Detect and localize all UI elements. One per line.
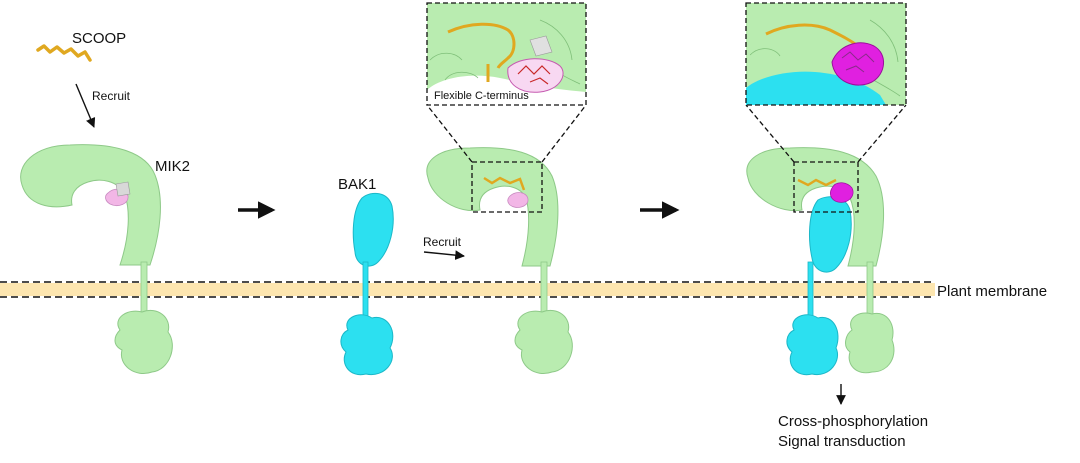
inset-3-white-gap bbox=[427, 75, 586, 105]
bak1-ectodomain bbox=[809, 196, 852, 273]
scoop-bound bbox=[483, 176, 526, 191]
inset-3: Flexible C-terminus bbox=[426, 2, 587, 106]
panel-3-mik2-scoop-complex: Flexible C-terminus bbox=[426, 2, 587, 374]
mik2-kinase-domain bbox=[845, 312, 895, 374]
mik2-kinase-domain bbox=[514, 310, 573, 374]
mik2-transmembrane bbox=[540, 261, 548, 317]
zoom-line-4-left bbox=[745, 104, 795, 163]
bak1-label: BAK1 bbox=[338, 176, 376, 193]
panel-1-unbound: SCOOP Recruit MIK2 bbox=[20, 30, 190, 374]
scoop-bound bbox=[797, 178, 837, 187]
bak1-transmembrane bbox=[362, 261, 369, 321]
inset-4-c-terminus-sticks bbox=[841, 51, 875, 73]
mik2-kinase-domain bbox=[114, 310, 173, 374]
bak1-ectodomain bbox=[352, 192, 394, 267]
recruit-arrow-1 bbox=[75, 83, 96, 128]
recruit-arrow-2 bbox=[423, 250, 465, 260]
inset-3-pocket-mesh bbox=[529, 35, 553, 57]
panel-4-ternary-complex: Cross-phosphorylation Signal transductio… bbox=[745, 2, 928, 450]
bak1-kinase-domain bbox=[340, 314, 394, 376]
zoom-line-3-left bbox=[426, 104, 473, 163]
bak1-receptor-4 bbox=[786, 196, 852, 376]
scoop-peptide bbox=[36, 44, 92, 62]
zoom-line-4-right bbox=[857, 104, 907, 163]
recruit-label-2: Recruit bbox=[423, 235, 462, 249]
mik2-receptor-3 bbox=[426, 147, 573, 374]
inset-3-frame bbox=[426, 2, 587, 106]
mik2-ectodomain bbox=[746, 147, 884, 267]
zoom-box-3 bbox=[471, 161, 543, 213]
zoom-line-3-right bbox=[541, 104, 587, 163]
mik2-label: MIK2 bbox=[155, 158, 190, 175]
mik2-pocket-mesh bbox=[115, 181, 131, 197]
membrane-band bbox=[0, 283, 935, 296]
inset-3-surface-contours bbox=[429, 19, 581, 85]
mik2-transmembrane bbox=[866, 261, 874, 317]
mik2-receptor-1 bbox=[20, 144, 173, 374]
scoop-label: SCOOP bbox=[72, 30, 126, 47]
bak1-transmembrane bbox=[807, 261, 814, 321]
inset-3-c-terminus bbox=[507, 58, 564, 93]
flexible-c-terminus-label: Flexible C-terminus bbox=[434, 90, 529, 102]
bak1-kinase-domain bbox=[786, 314, 839, 376]
mik2-ectodomain bbox=[426, 147, 559, 267]
mik2-c-terminus-bound bbox=[830, 182, 854, 203]
bak1-receptor bbox=[340, 192, 394, 376]
mik2-c-terminus bbox=[507, 192, 529, 208]
plant-membrane: Plant membrane bbox=[0, 281, 1047, 300]
inset-4-c-terminus bbox=[831, 42, 884, 86]
recruit-label-1: Recruit bbox=[92, 89, 131, 103]
inset-4-scoop-peptide bbox=[765, 23, 859, 48]
mik2-ectodomain bbox=[20, 144, 161, 266]
inset-3-scoop-peptide bbox=[447, 22, 516, 82]
mik2-transmembrane bbox=[140, 261, 148, 317]
inset-4-frame bbox=[745, 2, 907, 106]
outcome-line-2: Signal transduction bbox=[778, 433, 906, 450]
zoom-box-4 bbox=[793, 161, 859, 213]
mik2-receptor-4 bbox=[746, 147, 895, 374]
outcome-line-1: Cross-phosphorylation bbox=[778, 413, 928, 430]
inset-4 bbox=[745, 2, 907, 106]
plant-membrane-label: Plant membrane bbox=[937, 283, 1047, 300]
panel-2-bak1: BAK1 Recruit bbox=[338, 176, 465, 376]
inset-3-c-terminus-sticks bbox=[517, 65, 551, 85]
